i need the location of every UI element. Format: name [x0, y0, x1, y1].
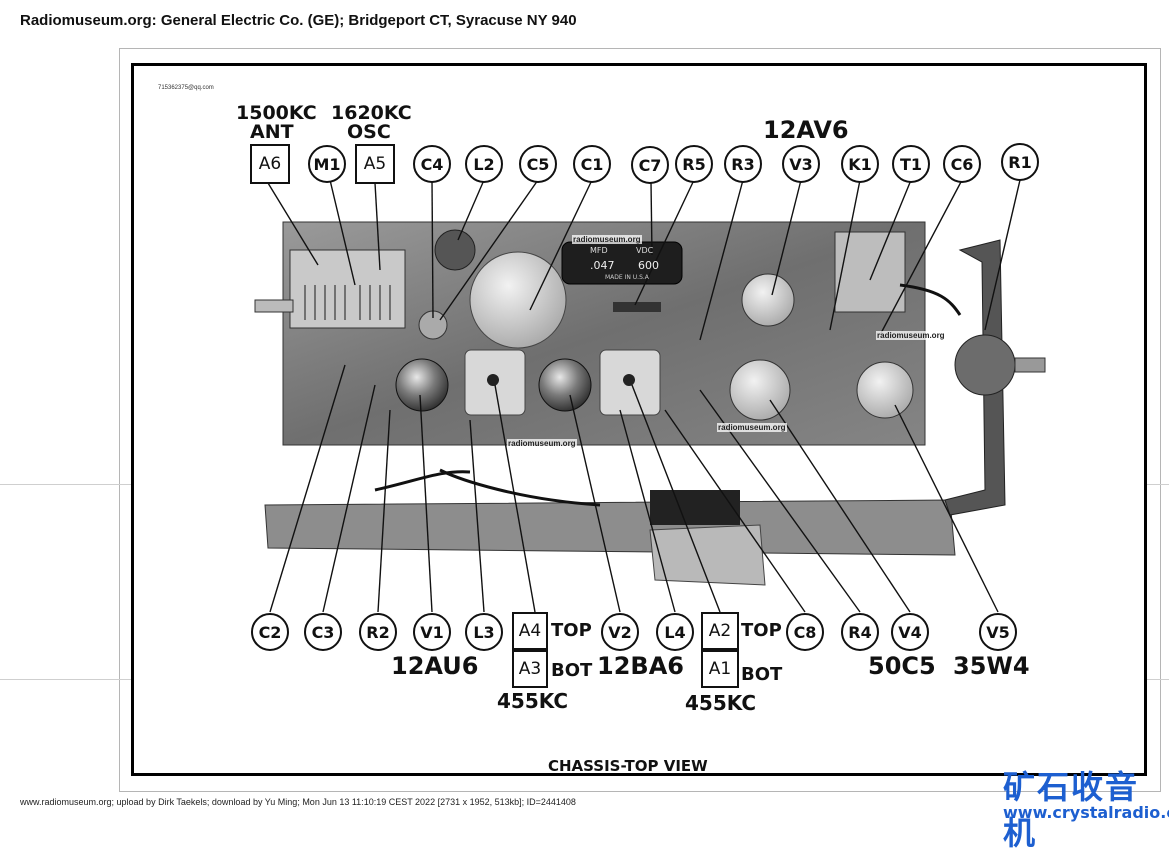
callout-v2: V2 — [601, 613, 639, 651]
callout-c5: C5 — [519, 145, 557, 183]
tuning-shaft — [254, 299, 294, 313]
shaft — [1014, 357, 1046, 373]
volume-control — [954, 334, 1016, 396]
rail-sheet — [649, 524, 766, 586]
top-label-a4: TOP — [551, 620, 592, 641]
callout-k1: K1 — [841, 145, 879, 183]
tube-v5 — [856, 361, 914, 419]
label-box-a6: A6 — [250, 144, 290, 184]
ant-label: ANT — [250, 121, 294, 143]
chassis-photo — [254, 179, 1046, 613]
callout-r1: R1 — [1001, 143, 1039, 181]
footer-credit: www.radiomuseum.org; upload by Dirk Taek… — [20, 797, 576, 807]
if-slug — [623, 374, 635, 386]
tuning-capacitor — [289, 249, 406, 329]
osc-frequency-label: 1620KC — [331, 102, 412, 124]
callout-c3: C3 — [304, 613, 342, 651]
tube-12av6-label: 12AV6 — [763, 116, 849, 144]
watermark: radiomuseum.org — [876, 331, 946, 340]
tube-v1 — [395, 358, 449, 412]
tube-12ba6-label: 12BA6 — [597, 652, 684, 680]
tube-v2 — [538, 358, 592, 412]
if-slug — [487, 374, 499, 386]
cap-print-vdc: VDC — [636, 246, 654, 255]
callout-c8: C8 — [786, 613, 824, 651]
tube-v3 — [741, 273, 795, 327]
transformer-t1 — [834, 231, 906, 313]
callout-l4: L4 — [656, 613, 694, 651]
cap-print-mfd: MFD — [590, 246, 608, 255]
callout-v1: V1 — [413, 613, 451, 651]
callout-r5: R5 — [675, 145, 713, 183]
page-title: Radiomuseum.org: General Electric Co. (G… — [20, 12, 577, 29]
tube-12au6-label: 12AU6 — [391, 652, 479, 680]
label-box-a3: A3 — [512, 650, 548, 688]
osc-coil — [434, 229, 476, 271]
resistor — [613, 302, 661, 312]
corner-note: 715362375@qq.com — [158, 85, 214, 91]
ant-frequency-label: 1500KC — [236, 102, 317, 124]
callout-c1: C1 — [573, 145, 611, 183]
image-frame — [119, 48, 1161, 792]
filter-capacitor-can — [469, 251, 567, 349]
cap-print-made: MADE IN U.S.A — [605, 274, 649, 281]
watermark: radiomuseum.org — [572, 235, 642, 244]
rail-bracket — [650, 490, 740, 525]
callout-l2: L2 — [465, 145, 503, 183]
tube-v4 — [729, 359, 791, 421]
callout-c4: C4 — [413, 145, 451, 183]
callout-c6: C6 — [943, 145, 981, 183]
label-box-a5: A5 — [355, 144, 395, 184]
callout-c7: C7 — [631, 146, 669, 184]
bot-label-a1: BOT — [741, 664, 783, 685]
callout-v5: V5 — [979, 613, 1017, 651]
if-frequency-label: 455KC — [685, 691, 757, 715]
callout-r2: R2 — [359, 613, 397, 651]
label-box-a2: A2 — [701, 612, 739, 650]
label-box-a4: A4 — [512, 612, 548, 650]
watermark: radiomuseum.org — [717, 423, 787, 432]
callout-l3: L3 — [465, 613, 503, 651]
callout-r4: R4 — [841, 613, 879, 651]
label-box-a1: A1 — [701, 650, 739, 688]
if-frequency-label: 455KC — [497, 689, 569, 713]
callout-c2: C2 — [251, 613, 289, 651]
callout-t1: T1 — [892, 145, 930, 183]
cap-print-value: .047 — [590, 259, 615, 272]
cap-print-voltage: 600 — [638, 259, 659, 272]
watermark: radiomuseum.org — [507, 439, 577, 448]
brand-url: www.crystalradio.cn — [1003, 803, 1169, 822]
callout-r3: R3 — [724, 145, 762, 183]
top-label-a2: TOP — [741, 620, 782, 641]
osc-label: OSC — [347, 121, 391, 143]
callout-v3: V3 — [782, 145, 820, 183]
tube-50c5-label: 50C5 — [868, 652, 936, 680]
tube-35w4-label: 35W4 — [953, 652, 1030, 680]
callout-m1: M1 — [308, 145, 346, 183]
bot-label-a3: BOT — [551, 660, 593, 681]
callout-v4: V4 — [891, 613, 929, 651]
chassis-rail — [264, 499, 956, 556]
view-title: CHASSIS-TOP VIEW — [548, 757, 708, 775]
